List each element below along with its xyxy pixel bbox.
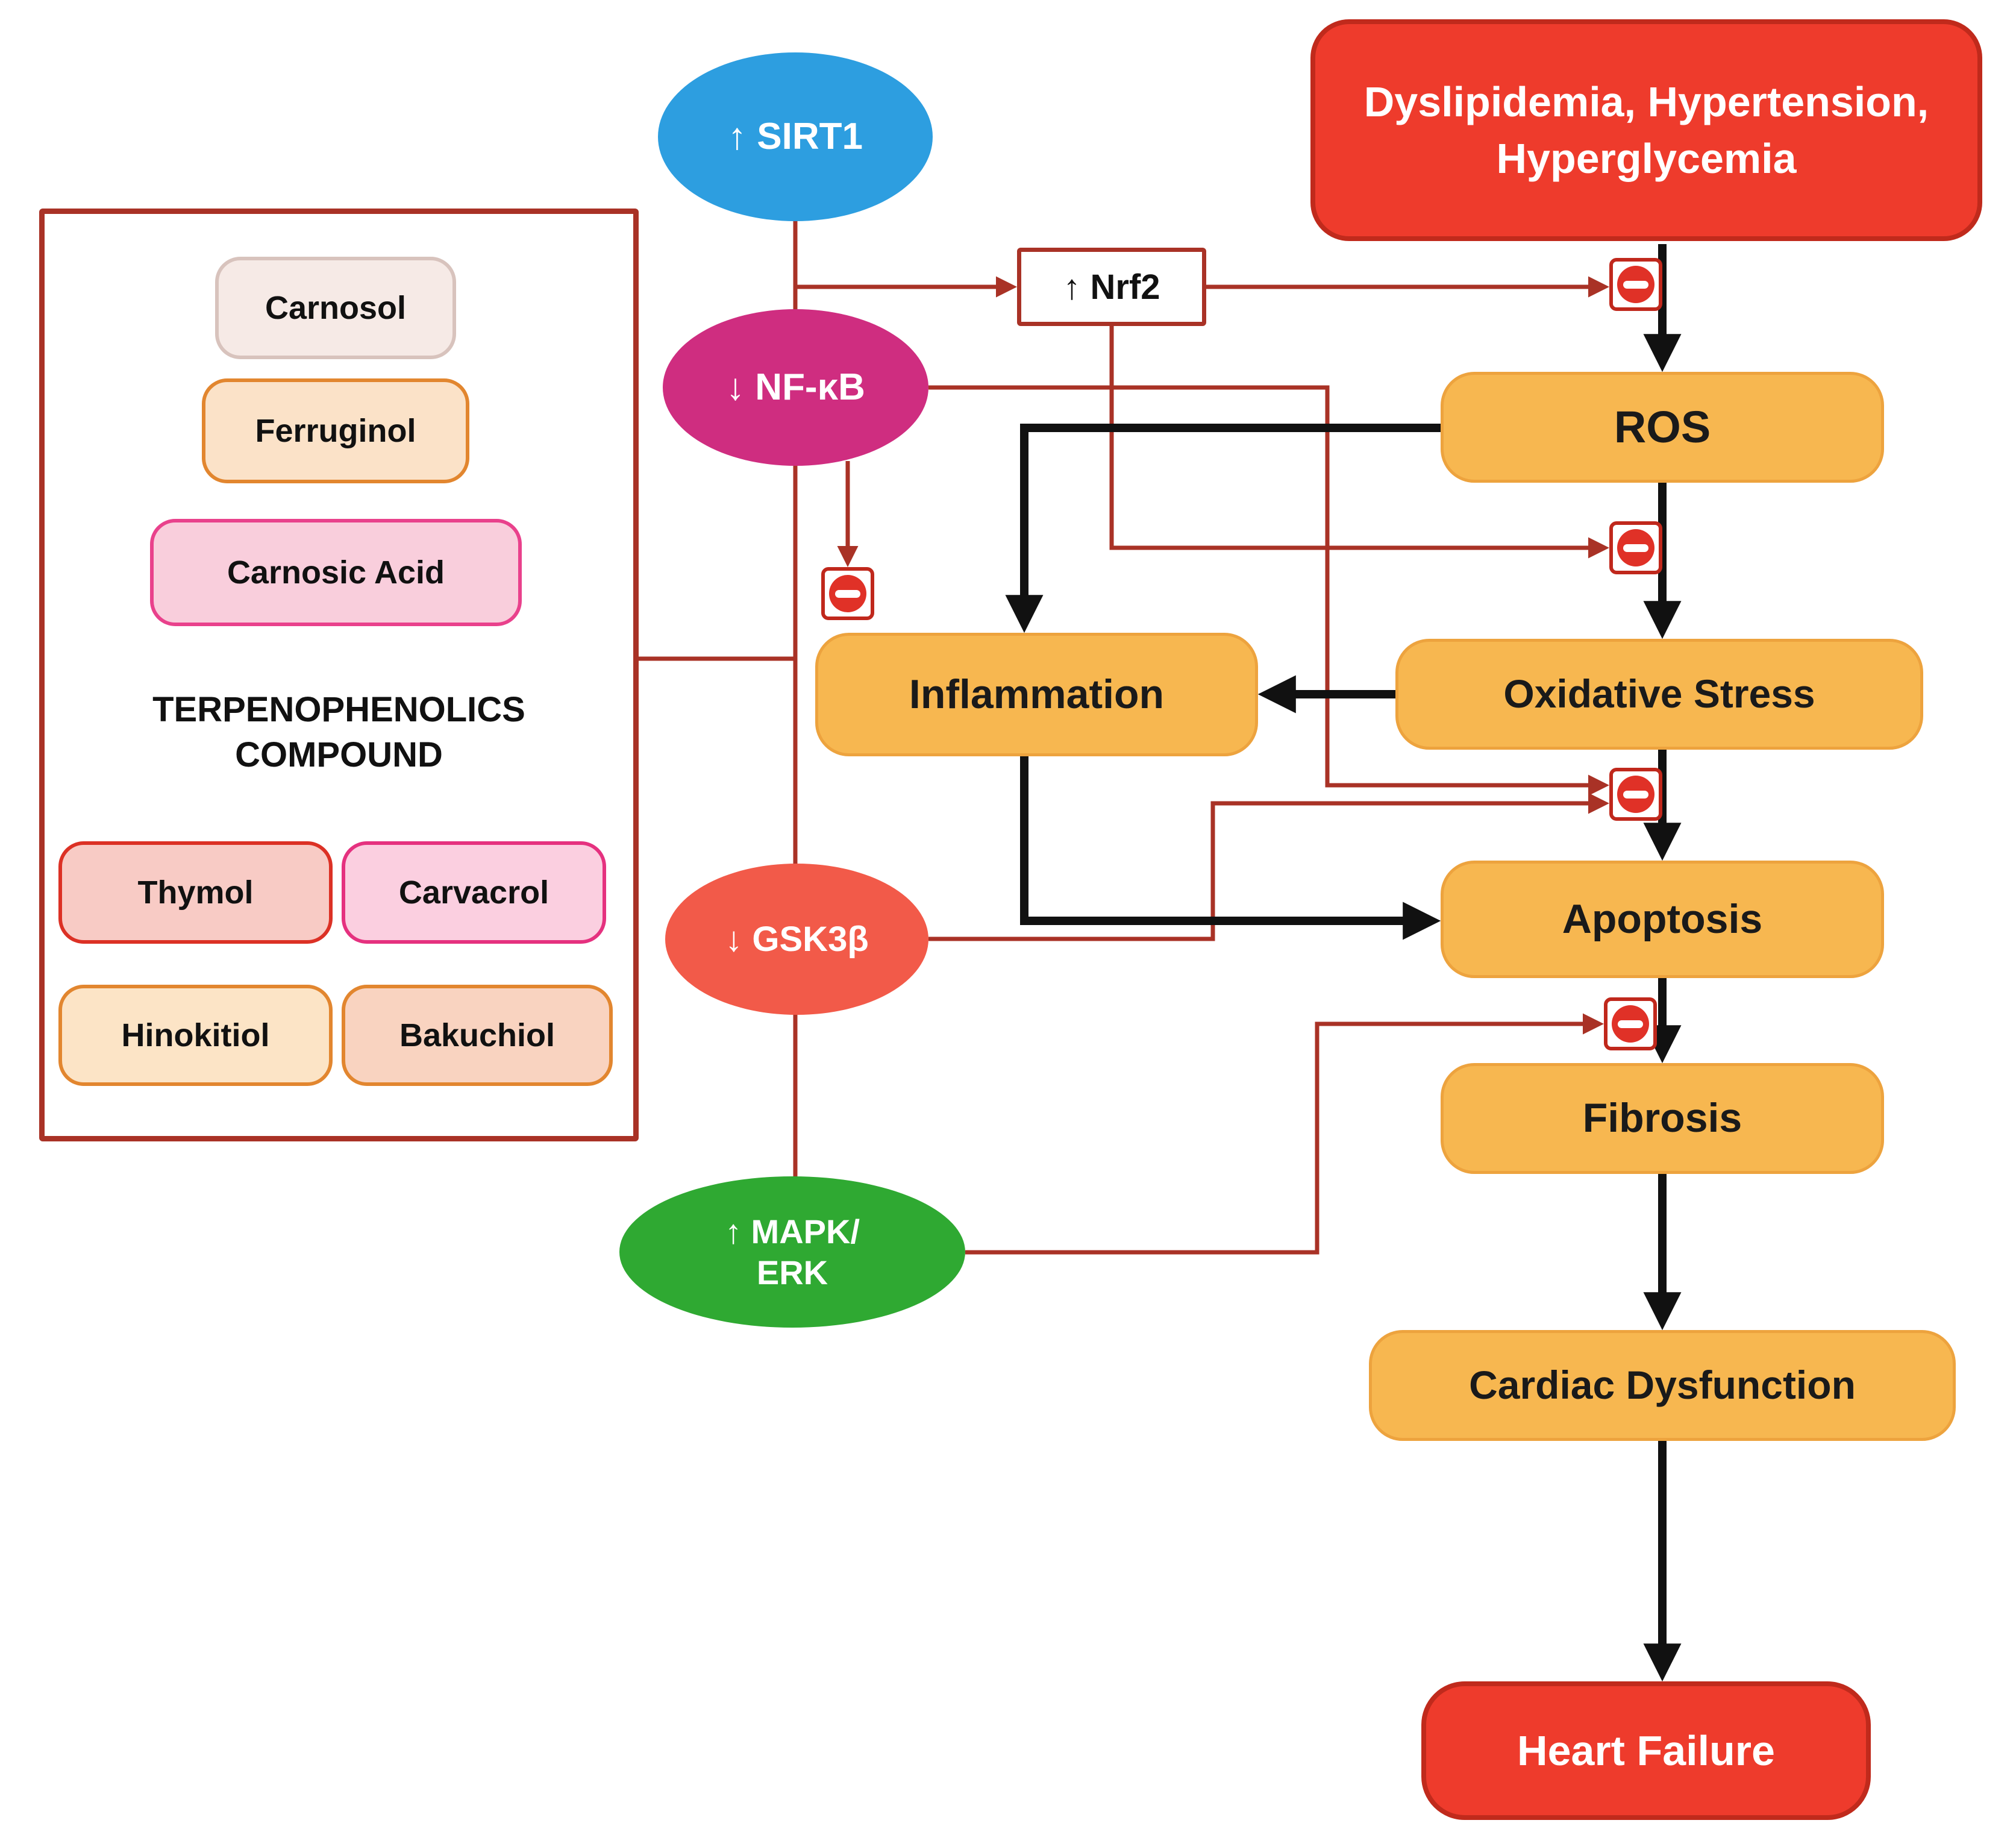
node-label: Cardiac Dysfunction	[1469, 1363, 1856, 1408]
node-inflammation: Inflammation	[815, 633, 1258, 756]
compound-label: Ferruginol	[255, 413, 416, 449]
inhibition-icon	[1609, 258, 1662, 311]
compound-pill-bakuchiol: Bakuchiol	[342, 985, 613, 1086]
no-entry-icon	[1617, 529, 1654, 566]
compound-pill-ferruginol: Ferruginol	[202, 378, 469, 483]
panel-title-line2: COMPOUND	[235, 735, 443, 775]
panel-title-line1: TERPENOPHENOLICS	[152, 690, 525, 729]
inhibition-icon	[821, 567, 874, 620]
compound-label: Bakuchiol	[399, 1017, 556, 1053]
node-heart-failure: Heart Failure	[1421, 1681, 1871, 1820]
node-oxidative-stress: Oxidative Stress	[1395, 639, 1923, 750]
node-label: ↑ Nrf2	[1063, 267, 1160, 307]
compound-pill-carnosol: Carnosol	[215, 257, 456, 359]
node-label: Fibrosis	[1582, 1095, 1742, 1141]
compound-label: Carnosic Acid	[227, 554, 445, 591]
node-label: ↓ GSK3β	[725, 919, 869, 959]
node-mapk-erk: ↑ MAPK/ ERK	[619, 1176, 965, 1328]
inhibition-icon	[1604, 997, 1657, 1050]
node-sirt1: ↑ SIRT1	[658, 52, 933, 221]
compound-pill-carnosic-acid: Carnosic Acid	[150, 519, 522, 626]
compound-pill-carvacrol: Carvacrol	[342, 841, 606, 944]
node-ros: ROS	[1441, 372, 1884, 483]
node-nrf2: ↑ Nrf2	[1017, 248, 1206, 326]
node-apoptosis: Apoptosis	[1441, 861, 1884, 978]
compound-pill-hinokitiol: Hinokitiol	[58, 985, 333, 1086]
node-label: ↓ NF-κB	[726, 366, 865, 408]
no-entry-icon	[1617, 776, 1654, 813]
node-label: ROS	[1614, 402, 1711, 453]
compound-pill-thymol: Thymol	[58, 841, 333, 944]
no-entry-icon	[1617, 266, 1654, 303]
inhibition-icon	[1609, 521, 1662, 574]
node-label: Heart Failure	[1517, 1727, 1775, 1774]
no-entry-icon	[1612, 1005, 1649, 1043]
node-label-line1: Dyslipidemia, Hypertension,	[1363, 78, 1929, 125]
node-label-line1: ↑ MAPK/	[725, 1213, 860, 1251]
panel-title: TERPENOPHENOLICS COMPOUND	[39, 687, 639, 778]
node-risk-factors: Dyslipidemia, Hypertension, Hyperglycemi…	[1310, 19, 1982, 241]
node-label-line2: Hyperglycemia	[1496, 135, 1797, 182]
no-entry-icon	[829, 575, 866, 612]
compound-label: Thymol	[137, 874, 254, 911]
node-label-line2: ERK	[756, 1253, 828, 1291]
compound-label: Carnosol	[265, 290, 407, 326]
compound-label: Carvacrol	[398, 874, 549, 911]
node-label: ↑ SIRT1	[728, 115, 863, 157]
node-gsk3b: ↓ GSK3β	[665, 864, 928, 1015]
node-fibrosis: Fibrosis	[1441, 1063, 1884, 1174]
node-label: Inflammation	[909, 671, 1165, 717]
node-cardiac-dysfunction: Cardiac Dysfunction	[1369, 1330, 1956, 1441]
node-nfkb: ↓ NF-κB	[663, 309, 928, 466]
compound-label: Hinokitiol	[121, 1017, 270, 1053]
node-label: Oxidative Stress	[1503, 671, 1815, 717]
inhibition-icon	[1609, 768, 1662, 821]
node-label: Apoptosis	[1562, 896, 1763, 942]
